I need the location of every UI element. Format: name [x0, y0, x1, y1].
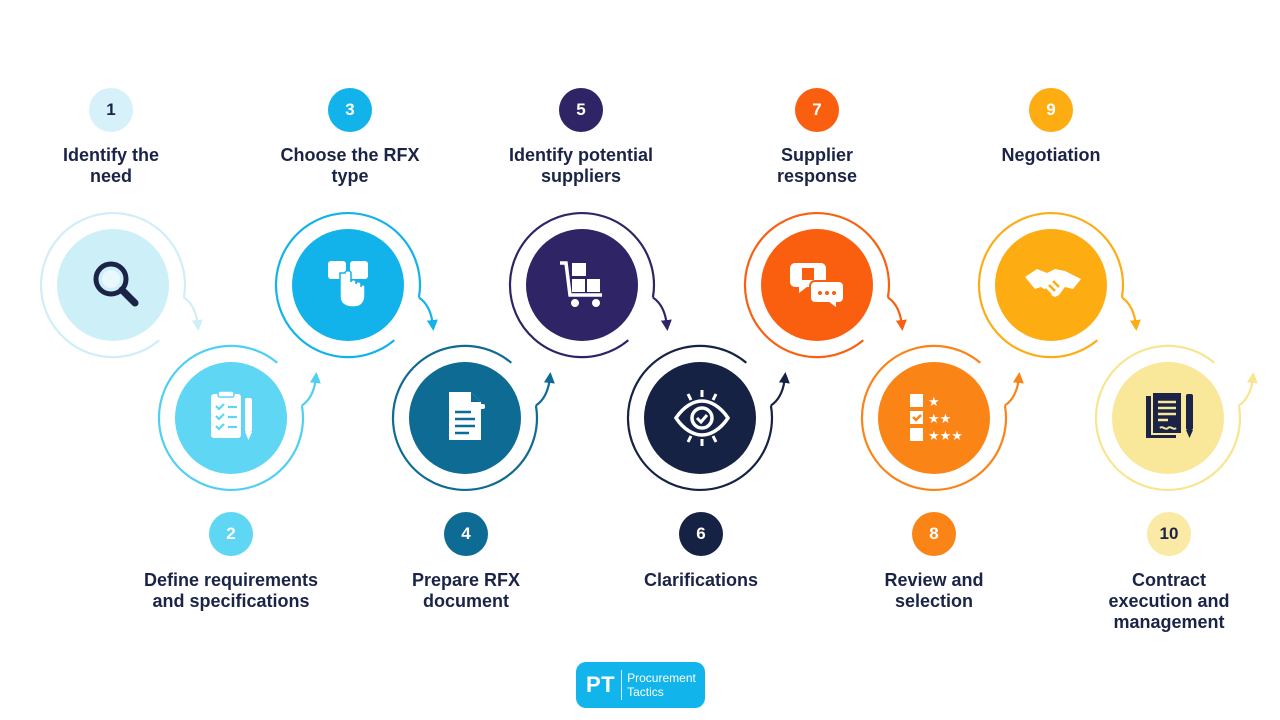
step-10-ring	[1094, 344, 1242, 492]
step-10-title: Contract execution and management	[1108, 570, 1230, 632]
step-1-connector-arrow	[183, 296, 203, 331]
magnifying-glass-icon	[83, 253, 143, 318]
step-10-number-badge: 10	[1147, 512, 1191, 556]
logo-mark: PT	[586, 672, 616, 697]
step-1-title: Identify the need	[62, 145, 159, 186]
step-9-ring	[977, 211, 1125, 359]
step-6-ring	[626, 344, 774, 492]
checklist-pencil-icon	[201, 386, 261, 451]
svg-text:★★: ★★	[928, 412, 951, 427]
procurement-tactics-logo: PT Procurement Tactics	[576, 662, 705, 708]
step-4-connector-arrow	[535, 372, 555, 407]
step-5-icon-disc	[526, 229, 638, 341]
step-9-icon-disc	[995, 229, 1107, 341]
step-9-title: Negotiation	[1001, 145, 1101, 165]
supply-cart-icon	[552, 253, 612, 318]
step-3-icon-disc	[292, 229, 404, 341]
svg-text:★★★: ★★★	[928, 429, 963, 444]
step-6-connector-arrow	[770, 372, 790, 407]
step-6-icon-disc	[644, 362, 756, 474]
step-7-icon-disc	[761, 229, 873, 341]
svg-text:★: ★	[928, 395, 940, 410]
step-7-ring	[743, 211, 891, 359]
step-8-title: Review and selection	[884, 570, 984, 611]
step-4-icon-disc	[409, 362, 521, 474]
step-4-number-badge: 4	[444, 512, 488, 556]
step-3-title: Choose the RFX type	[280, 145, 420, 186]
step-2-title: Define requirements and specifications	[143, 570, 319, 611]
logo-divider	[621, 670, 623, 700]
step-2-connector-arrow	[301, 372, 321, 407]
step-8-icon-disc: ★★★★★★	[878, 362, 990, 474]
handshake-icon	[1021, 253, 1081, 318]
step-2-icon-disc	[175, 362, 287, 474]
step-5-connector-arrow	[652, 296, 672, 331]
contract-icon	[1138, 386, 1198, 451]
step-1-ring	[39, 211, 187, 359]
step-4-title: Prepare RFX document	[411, 570, 521, 611]
step-6-title: Clarifications	[643, 570, 759, 590]
step-8-number-badge: 8	[912, 512, 956, 556]
step-8-ring	[860, 344, 1008, 492]
logo-text-line1: Procurement	[627, 671, 696, 685]
step-7-title: Supplier response	[776, 145, 858, 186]
step-9-connector-arrow	[1121, 296, 1141, 331]
step-10-icon-disc	[1112, 362, 1224, 474]
step-3-ring	[274, 211, 422, 359]
step-2-ring	[157, 344, 305, 492]
hand-tap-icon	[318, 253, 378, 318]
step-7-number-badge: 7	[795, 88, 839, 132]
step-8-connector-arrow	[1004, 372, 1024, 407]
step-10-connector-arrow	[1238, 372, 1258, 407]
chat-bubbles-icon	[787, 253, 847, 318]
step-6-number-badge: 6	[679, 512, 723, 556]
step-1-number-badge: 1	[89, 88, 133, 132]
step-5-title: Identify potential suppliers	[509, 145, 653, 186]
logo-text: Procurement Tactics	[627, 671, 696, 699]
step-4-ring	[391, 344, 539, 492]
eye-icon	[670, 386, 731, 451]
step-7-connector-arrow	[887, 296, 907, 331]
step-1-icon-disc	[57, 229, 169, 341]
document-icon	[435, 386, 495, 451]
step-5-number-badge: 5	[559, 88, 603, 132]
step-3-connector-arrow	[418, 296, 438, 331]
logo-text-line2: Tactics	[627, 685, 664, 699]
step-9-number-badge: 9	[1029, 88, 1073, 132]
step-3-number-badge: 3	[328, 88, 372, 132]
rating-list-icon: ★★★★★★	[904, 386, 964, 451]
step-2-number-badge: 2	[209, 512, 253, 556]
step-5-ring	[508, 211, 656, 359]
